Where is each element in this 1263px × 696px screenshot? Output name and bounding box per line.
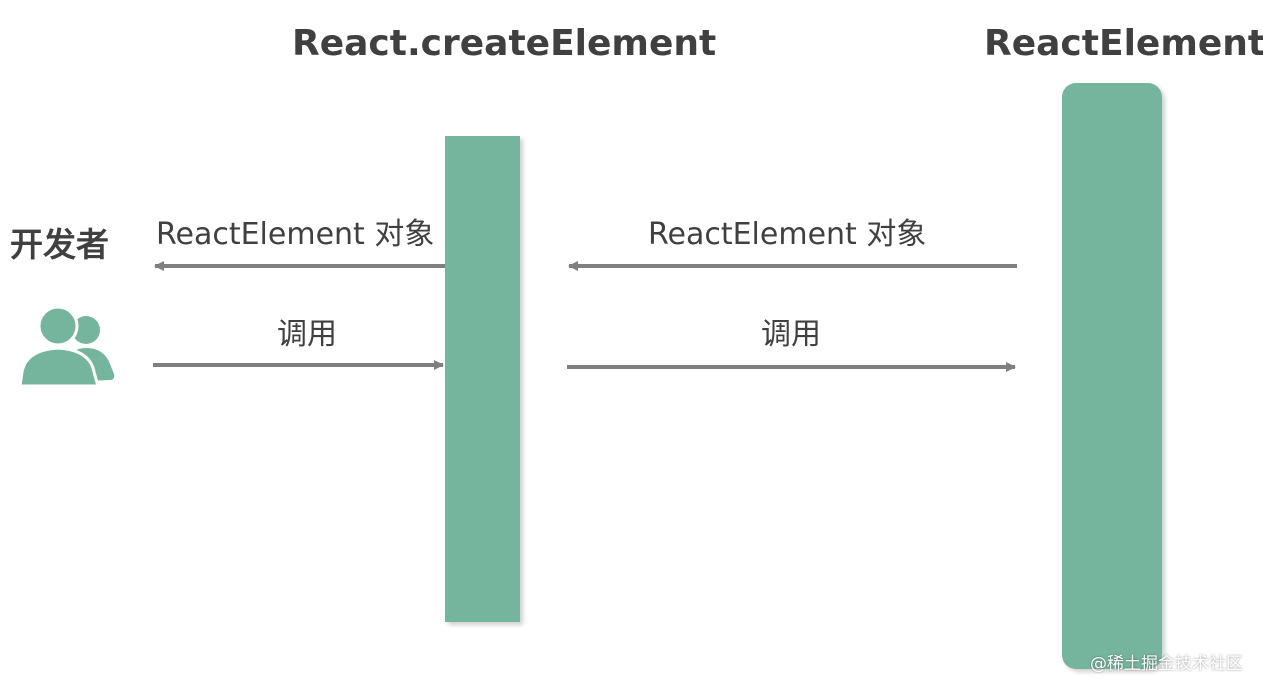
return-message-label-create-element: ReactElement 对象: [648, 217, 927, 252]
create-element-heading: React.createElement: [292, 23, 717, 64]
create-element-lifeline: [445, 136, 520, 622]
react-element-heading: ReactElement: [984, 23, 1263, 64]
call-message-label-create-element: 调用: [277, 317, 337, 352]
return-message-label-developer: ReactElement 对象: [156, 217, 435, 252]
developer-label: 开发者: [10, 225, 109, 264]
users-icon: [18, 305, 115, 388]
call-message-label-react-element: 调用: [761, 317, 821, 352]
react-element-lifeline: [1062, 83, 1162, 669]
watermark: @稀土掘金技术社区: [1090, 654, 1243, 674]
